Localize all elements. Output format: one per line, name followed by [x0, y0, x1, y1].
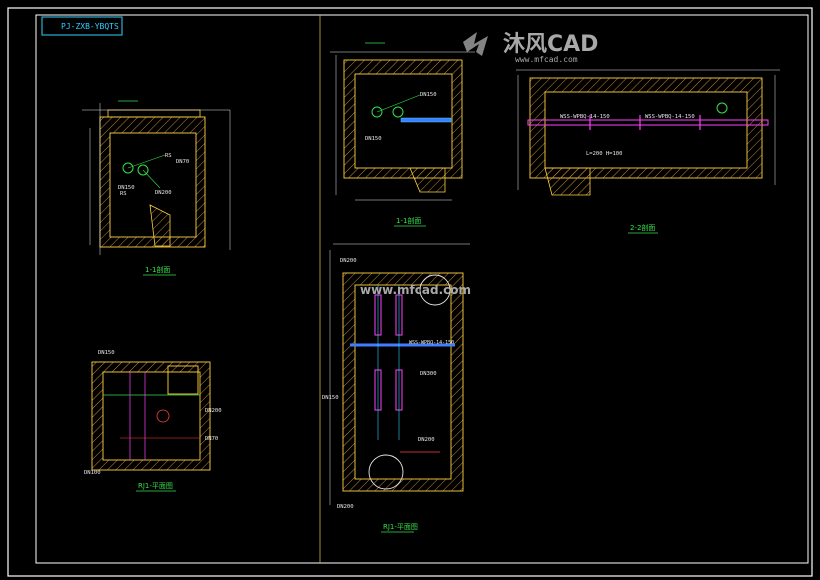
- v22-spec2-label: WSS-WPBQ-14-150: [645, 114, 695, 120]
- plan-large-dn5-label: DN200: [337, 504, 354, 510]
- watermark-url-secondary: www.mfcad.com: [360, 283, 471, 297]
- v11-dn2-label: DN200: [155, 190, 172, 196]
- section-view-1-1-center: DN150 DN150 1-1剖面: [330, 42, 475, 227]
- drawing-frame: [7, 7, 813, 577]
- v11-dn1-label: DN150: [118, 185, 135, 191]
- plan-large-dn1-label: DN200: [340, 258, 357, 264]
- plan-large-dn2-label: DN300: [420, 371, 437, 377]
- section-view-2-2: WSS-WPBQ-14-150 WSS-WPBQ-14-150 L=200 H=…: [516, 69, 780, 234]
- v11-code2-label: RS: [165, 153, 172, 159]
- plan-large-dn3-label: DN200: [418, 437, 435, 443]
- plan-small-dn4-label: DN100: [84, 470, 101, 476]
- plan-small-dn2-label: DN200: [205, 408, 222, 414]
- watermark-brand: 沐风CAD: [503, 32, 598, 57]
- section-view-1-1-left: DN150 DN200 DN70 RS RS 1-1剖面: [82, 100, 231, 276]
- title-block-text: PJ-ZXB-YBQTS: [61, 22, 119, 31]
- watermark-url-secondary-text: www.mfcad.com: [360, 283, 471, 297]
- plan-view-large: DN200 DN300 DN200 DN150 DN200 WSS-WPBQ-1…: [322, 243, 470, 533]
- v22-spec1-label: WSS-WPBQ-14-150: [560, 114, 610, 120]
- title-block: PJ-ZXB-YBQTS: [41, 16, 123, 36]
- plan-large-spec-label: WSS-WPBQ-14-150: [409, 340, 454, 346]
- v11-dn3-label: DN70: [176, 159, 189, 165]
- plan-small-dn1-label: DN150: [98, 350, 115, 356]
- plan-view-small: DN150 DN200 DN70 DN100 RJ1-平面图: [84, 350, 222, 492]
- plan-small-caption: RJ1-平面图: [138, 482, 173, 490]
- v22-caption: 2-2剖面: [630, 223, 655, 232]
- plan-large-dn4-label: DN150: [322, 395, 339, 401]
- v11b-caption: 1-1剖面: [396, 216, 421, 225]
- v22-dim-label: L=200 H=100: [586, 151, 622, 157]
- plan-large-caption: RJ1-平面图: [383, 523, 418, 531]
- watermark: 沐风CAD www.mfcad.com: [463, 32, 598, 64]
- v11-caption: 1-1剖面: [145, 265, 170, 274]
- v11-code1-label: RS: [120, 191, 127, 197]
- mfcad-logo-icon: [463, 32, 488, 56]
- v11b-dn1-label: DN150: [420, 92, 437, 98]
- watermark-url: www.mfcad.com: [515, 55, 578, 64]
- plan-small-dn3-label: DN70: [205, 436, 218, 442]
- v11b-dn2-label: DN150: [365, 136, 382, 142]
